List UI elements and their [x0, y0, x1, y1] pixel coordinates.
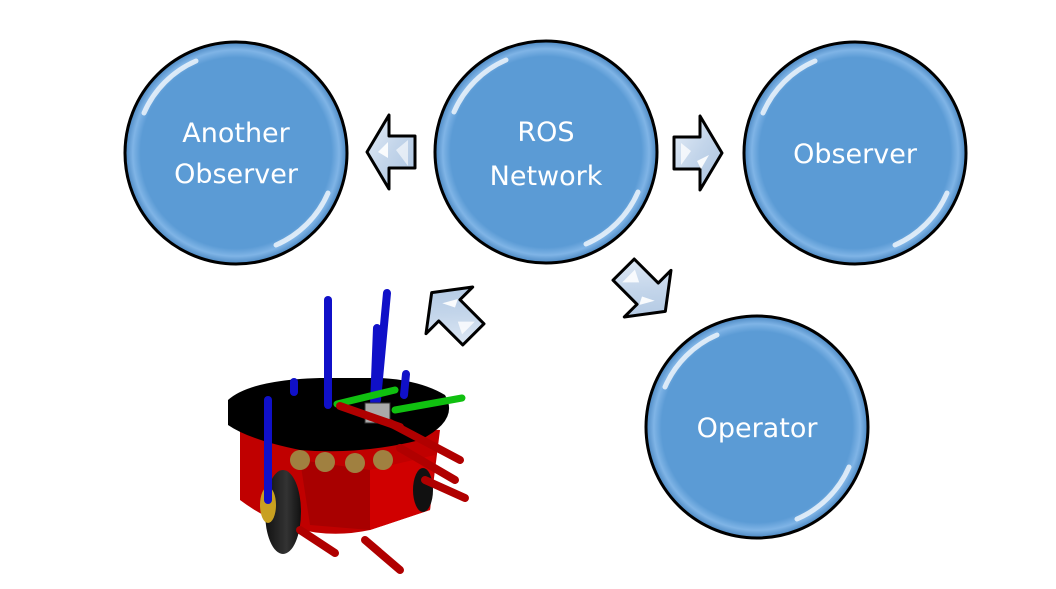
node-label-line: Observer — [793, 139, 918, 170]
node-label-line: Another — [182, 118, 290, 149]
node-ros-network: ROS Network — [433, 39, 659, 265]
bumper-sensors — [290, 450, 393, 473]
node-label-line: Operator — [697, 413, 819, 444]
node-label-line: Network — [490, 161, 603, 192]
frame-axis-z — [264, 289, 410, 504]
node-observer: Observer — [742, 40, 968, 266]
arrow-down-left-icon — [424, 285, 486, 347]
arrow-left-icon — [365, 113, 417, 191]
frame-axis-x — [296, 402, 469, 574]
robot-top-plate — [228, 378, 450, 452]
node-operator: Operator — [644, 314, 870, 540]
arrow-down-right-icon — [611, 257, 673, 319]
robot-wheel — [265, 470, 301, 554]
node-another-observer: Another Observer — [123, 40, 349, 266]
frame-axis-y — [333, 386, 466, 414]
arrow-right-icon — [672, 114, 724, 192]
node-label-line: ROS — [517, 117, 574, 148]
node-label-line: Observer — [174, 159, 299, 190]
robot-illustration — [228, 289, 469, 574]
